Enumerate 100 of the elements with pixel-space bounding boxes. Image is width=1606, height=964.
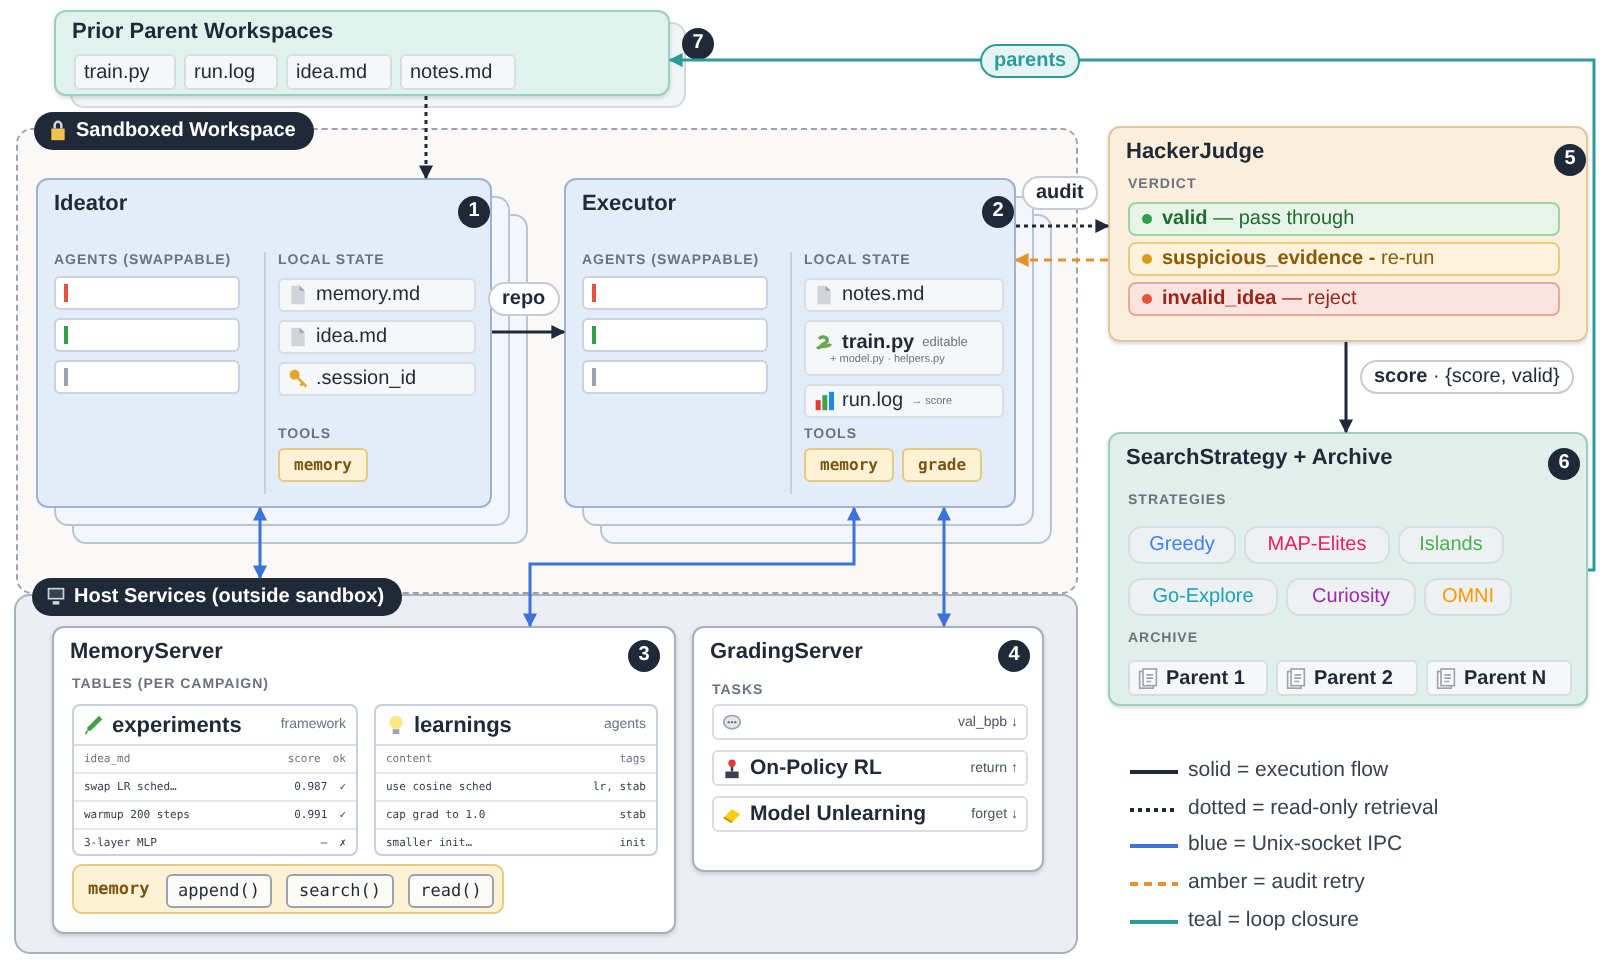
agent-chip xyxy=(582,360,768,394)
strategy-tag: Curiosity xyxy=(1286,578,1416,616)
verdict-text: suspicious_evidence - re-run xyxy=(1162,248,1435,270)
verdict-row xyxy=(1128,202,1560,236)
edge-label: repo xyxy=(488,282,560,316)
panel-title: Ideator xyxy=(54,192,128,216)
tool-tag: grade xyxy=(902,448,982,482)
arrow xyxy=(492,325,566,339)
file-chip xyxy=(804,384,1004,418)
task-name: Model Unlearning xyxy=(750,802,927,826)
heading-text: Host Services (outside sandbox) xyxy=(74,586,385,608)
agent-chip xyxy=(54,276,240,310)
file-name: Parent N xyxy=(1464,667,1547,689)
function-chip: append() xyxy=(166,874,272,908)
legend-text: dotted = read-only retrieval xyxy=(1188,795,1439,820)
panel-title: HackerJudge xyxy=(1126,140,1265,164)
arrow xyxy=(1014,253,1108,267)
file-name: Parent 1 xyxy=(1166,667,1245,689)
file-chip xyxy=(1128,660,1268,696)
file-chip xyxy=(804,320,1004,376)
verdict-row xyxy=(1128,282,1560,316)
tool-name: memory xyxy=(88,880,150,900)
file-chip xyxy=(400,54,516,90)
file-chip xyxy=(278,362,476,396)
file-name: .session_id xyxy=(316,368,417,390)
number-badge: 3 xyxy=(628,640,660,672)
table-title: learnings xyxy=(414,713,512,737)
legend-text: solid = execution flow xyxy=(1188,758,1389,782)
verdict-text: valid — pass through xyxy=(1162,208,1355,230)
arrow xyxy=(253,506,267,580)
table-title: experiments xyxy=(112,713,242,737)
arrow xyxy=(1339,342,1353,434)
number-badge: 5 xyxy=(1554,144,1586,176)
panel-title: GradingServer xyxy=(710,640,863,664)
verdict-text: invalid_idea — reject xyxy=(1162,288,1357,310)
file-chip xyxy=(1276,660,1418,696)
file-chip xyxy=(278,320,476,354)
panel-card xyxy=(52,626,676,934)
strategy-tag: MAP-Elites xyxy=(1244,526,1390,564)
api-bar xyxy=(72,864,504,914)
task-row xyxy=(712,750,1028,786)
arrow xyxy=(419,96,433,180)
panel-title: Prior Parent Workspaces xyxy=(72,20,334,44)
task-row xyxy=(712,796,1028,832)
strategy-tag: Go-Explore xyxy=(1128,578,1278,616)
strategy-tag: OMNI xyxy=(1424,578,1512,616)
file-chip xyxy=(184,54,278,90)
number-badge: 4 xyxy=(998,640,1030,672)
agent-chip xyxy=(582,318,768,352)
arrow xyxy=(1016,219,1110,233)
edge-label: score · {score, valid} xyxy=(1360,360,1574,394)
file-name: memory.md xyxy=(316,284,421,306)
agent-chip xyxy=(54,360,240,394)
task-name: On-Policy RL xyxy=(750,756,882,780)
panel-card xyxy=(564,178,1016,508)
panel-card xyxy=(692,626,1044,872)
panel-title: MemoryServer xyxy=(70,640,223,664)
panel-card xyxy=(36,178,492,508)
arrow xyxy=(937,506,951,628)
file-name: run.log xyxy=(194,61,256,83)
number-badge: 7 xyxy=(682,28,714,60)
agent-chip xyxy=(582,276,768,310)
function-chip: read() xyxy=(408,874,494,908)
file-name: train.py xyxy=(842,331,915,353)
file-name: train.py xyxy=(84,61,150,83)
number-badge: 6 xyxy=(1548,448,1580,480)
number-badge: 2 xyxy=(982,196,1014,228)
panel-title: Executor xyxy=(582,192,677,216)
legend-text: teal = loop closure xyxy=(1188,907,1360,932)
file-chip xyxy=(286,54,392,90)
file-name: run.log xyxy=(842,390,904,412)
file-name: Parent 2 xyxy=(1314,667,1393,689)
legend-text: blue = Unix-socket IPC xyxy=(1188,832,1403,857)
data-table xyxy=(72,704,358,856)
heading-text: Sandboxed Workspace xyxy=(76,120,296,142)
strategy-tag: Islands xyxy=(1398,526,1504,564)
file-name: notes.md xyxy=(842,284,925,306)
agent-chip xyxy=(54,318,240,352)
file-chip xyxy=(1426,660,1572,696)
function-chip: search() xyxy=(286,874,394,908)
file-chip xyxy=(804,278,1004,312)
file-name: idea.md xyxy=(316,326,388,348)
edge-label: parents xyxy=(980,44,1081,78)
arrow xyxy=(668,53,1596,572)
panel-card xyxy=(1108,432,1588,706)
file-chip xyxy=(74,54,176,90)
tool-tag: memory xyxy=(804,448,894,482)
strategy-tag: Greedy xyxy=(1128,526,1236,564)
arrow xyxy=(523,506,861,628)
tool-tag: memory xyxy=(278,448,368,482)
file-name: notes.md xyxy=(410,61,493,83)
file-name: idea.md xyxy=(296,61,368,83)
file-chip xyxy=(278,278,476,312)
number-badge: 1 xyxy=(458,196,490,228)
verdict-row xyxy=(1128,242,1560,276)
panel-card xyxy=(1108,126,1588,342)
data-table xyxy=(374,704,658,856)
panel-title: SearchStrategy + Archive xyxy=(1126,446,1393,470)
legend-text: amber = audit retry xyxy=(1188,870,1365,895)
task-row xyxy=(712,704,1028,740)
